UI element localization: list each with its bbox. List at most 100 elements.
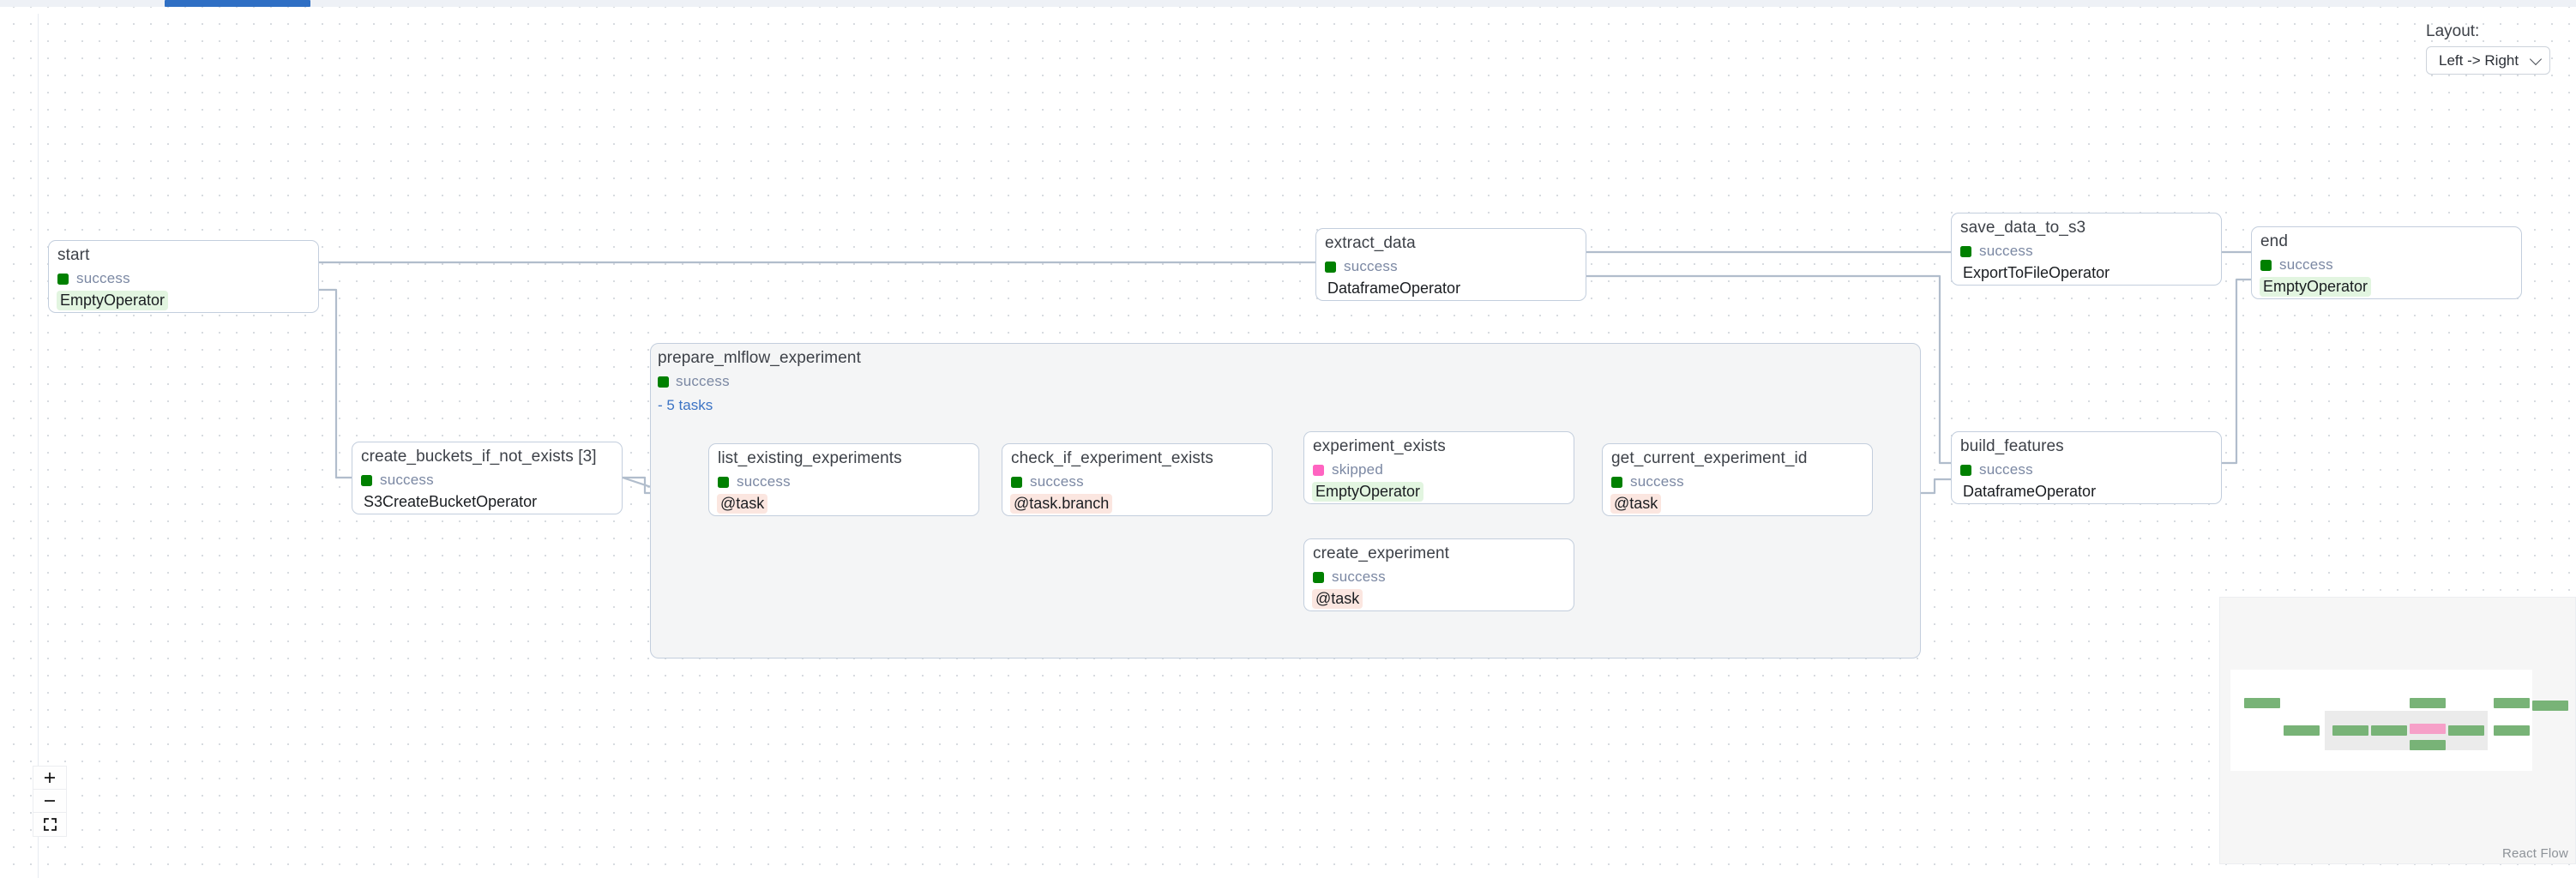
task-node-operator: EmptyOperator xyxy=(1312,482,1424,502)
task-node-operator: @task.branch xyxy=(1010,494,1113,514)
minimap-node-rect xyxy=(2284,725,2320,736)
task-node-title: create_experiment xyxy=(1313,544,1450,562)
status-square-skipped-icon xyxy=(1313,464,1324,476)
task-node-operator: ExportToFileOperator xyxy=(1963,264,2110,281)
minimap-node-rect xyxy=(2410,724,2446,734)
task-node-status: success xyxy=(718,473,791,490)
minimap[interactable]: React Flow xyxy=(2219,597,2576,864)
minimap-node-rect xyxy=(2494,725,2530,736)
canvas-left-rule xyxy=(38,14,39,878)
minus-icon xyxy=(45,800,55,802)
layout-label: Layout: xyxy=(2426,22,2480,40)
task-node-status: success xyxy=(1011,473,1084,490)
task-node-operator: S3CreateBucketOperator xyxy=(364,493,538,510)
group-status: success xyxy=(658,373,730,390)
task-node-status-label: success xyxy=(2279,256,2333,273)
task-node-status-label: skipped xyxy=(1332,461,1383,478)
tab-strip xyxy=(0,0,2576,7)
task-node-status: success xyxy=(361,472,434,489)
task-node-title: end xyxy=(2260,232,2289,250)
task-node-title: get_current_experiment_id xyxy=(1611,449,1808,467)
minimap-node-rect xyxy=(2410,698,2446,708)
chevron-down-icon xyxy=(2529,52,2543,65)
task-node-status-label: success xyxy=(1979,461,2033,478)
task-node-status: success xyxy=(1960,461,2033,478)
plus-icon xyxy=(45,773,55,783)
task-node-operator: @task xyxy=(1610,494,1662,514)
edge-build_features-end xyxy=(2220,278,2253,465)
minimap-node-rect xyxy=(2332,725,2368,736)
minimap-node-rect xyxy=(2244,698,2280,708)
active-tab-indicator xyxy=(165,0,310,7)
task-node-status-label: success xyxy=(737,473,791,490)
task-node-title: save_data_to_s3 xyxy=(1960,219,2086,237)
task-node-status-label: success xyxy=(1979,243,2033,259)
task-node-status-label: success xyxy=(76,270,130,286)
task-node-title: start xyxy=(57,246,90,264)
task-node-status-label: success xyxy=(1030,473,1084,490)
status-square-success-icon xyxy=(1960,245,1971,257)
layout-select-value: Left -> Right xyxy=(2439,51,2519,69)
task-node-status-label: success xyxy=(380,472,434,488)
zoom-in-button[interactable] xyxy=(33,767,66,790)
task-node-title: check_if_experiment_exists xyxy=(1011,449,1213,467)
fit-view-button[interactable] xyxy=(33,813,66,836)
status-square-success-icon xyxy=(1325,261,1336,273)
task-node-status: success xyxy=(1313,568,1386,586)
task-node-status: success xyxy=(1960,243,2033,260)
task-node-operator: DataframeOperator xyxy=(1327,280,1461,297)
group-title: prepare_mlflow_experiment xyxy=(658,349,861,367)
task-node-operator: DataframeOperator xyxy=(1963,483,2097,500)
status-square-success-icon xyxy=(1011,476,1022,488)
minimap-node-rect xyxy=(2410,740,2446,750)
task-node-title: list_existing_experiments xyxy=(718,449,902,467)
task-node-title: create_buckets_if_not_exists [3] xyxy=(361,448,597,466)
task-node-operator: @task xyxy=(717,494,768,514)
edge-start-create_buckets xyxy=(317,288,353,479)
fit-view-icon xyxy=(43,818,57,831)
task-node-status: success xyxy=(1611,473,1684,490)
status-square-success-icon xyxy=(361,474,372,486)
minimap-node-rect xyxy=(2494,698,2530,708)
task-node-status: success xyxy=(57,270,130,287)
task-node-status: skipped xyxy=(1313,461,1383,478)
zoom-controls xyxy=(33,766,67,837)
status-square-success-icon xyxy=(658,376,669,388)
zoom-out-button[interactable] xyxy=(33,790,66,813)
graph-canvas[interactable]: prepare_mlflow_experiment success - 5 ta… xyxy=(0,7,2576,878)
task-node-operator: @task xyxy=(1312,589,1363,609)
status-square-success-icon xyxy=(2260,259,2272,271)
status-square-success-icon xyxy=(57,273,69,285)
status-square-success-icon xyxy=(1960,464,1971,476)
task-node-title: extract_data xyxy=(1325,234,1416,252)
task-node-status-label: success xyxy=(1332,568,1386,585)
task-node-operator: EmptyOperator xyxy=(2260,277,2372,297)
group-task-count-link[interactable]: - 5 tasks xyxy=(658,397,713,413)
status-square-success-icon xyxy=(718,476,729,488)
task-node-title: build_features xyxy=(1960,437,2064,455)
task-node-status: success xyxy=(2260,256,2333,274)
layout-control: Layout: Left -> Right xyxy=(2426,22,2550,75)
reactflow-attribution[interactable]: React Flow xyxy=(2501,846,2568,861)
task-node-status-label: success xyxy=(1630,473,1684,490)
minimap-node-rect xyxy=(2532,701,2568,711)
task-node-title: experiment_exists xyxy=(1313,437,1446,455)
minimap-viewport xyxy=(2230,670,2568,771)
layout-select[interactable]: Left -> Right xyxy=(2426,46,2550,75)
status-square-success-icon xyxy=(1611,476,1622,488)
group-status-label: success xyxy=(676,373,730,389)
task-node-status: success xyxy=(1325,258,1398,275)
minimap-node-rect xyxy=(2371,725,2407,736)
minimap-node-rect xyxy=(2448,725,2484,736)
